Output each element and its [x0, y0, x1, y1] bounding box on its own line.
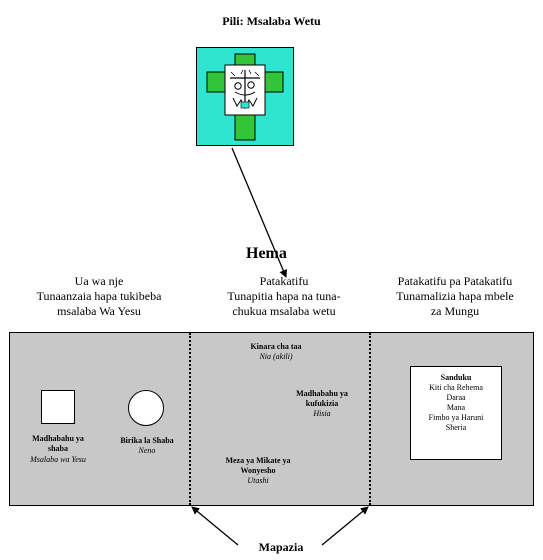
label-line: shaba — [47, 444, 68, 453]
bronze-basin-shape — [128, 390, 164, 426]
lampstand-meaning: Nia (akili) — [259, 352, 293, 361]
diagram-title: Pili: Msalaba Wetu — [222, 14, 321, 28]
heading-line: msalaba Wa Yesu — [57, 304, 141, 318]
heading-line: Patakatifu — [259, 274, 309, 288]
cross-to-holy-place-arrow — [231, 147, 287, 278]
mapazia-label: Mapazia — [258, 540, 304, 554]
incense-altar-label: Madhabahu ya kufukizia — [282, 389, 362, 409]
second-curtain-arrow — [321, 506, 369, 546]
incense-altar-meaning: Hisia — [313, 409, 331, 418]
label-line: Wonyesho — [240, 466, 276, 475]
bronze-altar-shape — [41, 390, 75, 424]
bronze-altar-meaning: Msalaba wa Yesu — [30, 455, 86, 464]
label-line: Madhabahu ya — [32, 434, 84, 443]
ark-item: Kiti cha Rehema — [429, 383, 483, 392]
holy-of-holies-heading: Patakatifu pa Patakatifu Tunamalizia hap… — [370, 274, 540, 319]
heading-line: chukua msalaba wetu — [232, 304, 336, 318]
ark-item: Fimbo ya Haruni — [428, 413, 484, 422]
hema-label: Hema — [246, 245, 287, 262]
heading-line: Tunaanzaia hapa tukibeba — [36, 289, 162, 303]
bronze-altar-label: Madhabahu ya shaba — [18, 434, 98, 454]
label-line: Meza ya Mikate ya — [225, 456, 291, 465]
first-curtain-arrow — [191, 506, 239, 546]
showbread-table-label: Meza ya Mikate ya Wonyesho — [210, 456, 306, 476]
showbread-table-meaning: Utashi — [247, 476, 269, 485]
heading-line: Patakatifu pa Patakatifu — [397, 274, 513, 288]
bronze-basin-meaning: Neno — [138, 446, 156, 455]
ark-item: Daraa — [446, 393, 466, 402]
heading-line: Tunapitia hapa na tuna- — [227, 289, 341, 303]
label-line: Madhabahu ya — [296, 389, 348, 398]
ark-item: Mana — [446, 403, 466, 412]
heading-line: Tunamalizia hapa mbele — [396, 289, 514, 303]
heading-line: za Mungu — [430, 304, 480, 318]
holy-place-heading: Patakatifu Tunapitia hapa na tuna- chuku… — [194, 274, 374, 319]
bronze-basin-label: Birika la Shaba — [120, 436, 174, 445]
ark-title: Sanduku — [440, 373, 472, 382]
cross-image — [196, 47, 294, 146]
curtain-divider — [369, 333, 371, 505]
cross-icon — [206, 53, 284, 141]
curtain-divider — [189, 333, 191, 505]
label-line: kufukizia — [305, 399, 339, 408]
outer-court-heading: Ua wa nje Tunaanzaia hapa tukibeba msala… — [14, 274, 184, 319]
heading-line: Ua wa nje — [74, 274, 124, 288]
ark-item: Sheria — [445, 423, 467, 432]
lampstand-label: Kinara cha taa — [250, 342, 302, 351]
ark-of-covenant-box: Sanduku Kiti cha Rehema Daraa Mana Fimbo… — [410, 366, 502, 460]
